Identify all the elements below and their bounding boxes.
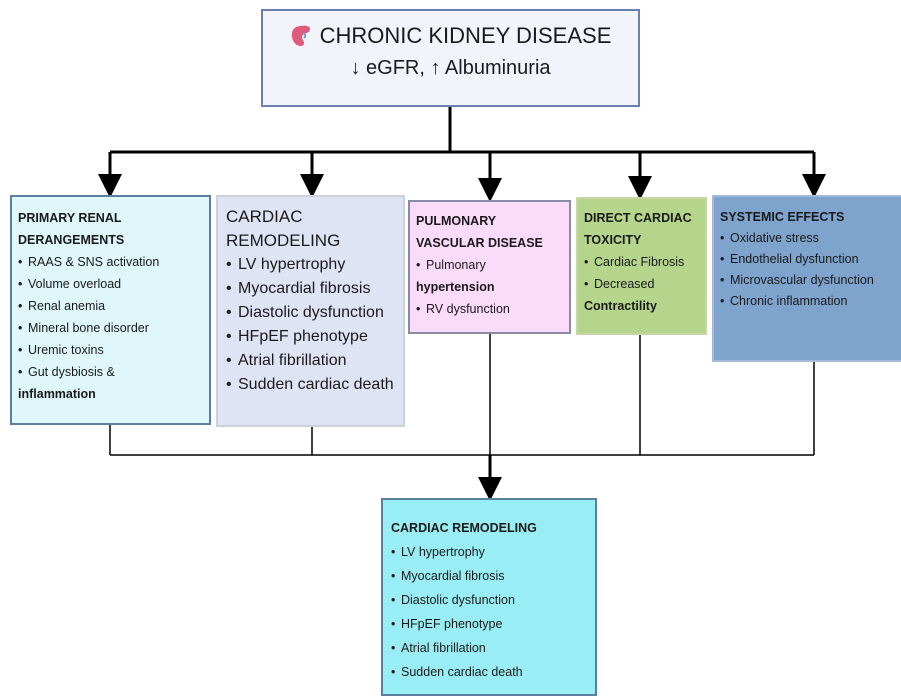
list-item: HFpEF phenotype <box>391 612 589 636</box>
ckd-header-box: CHRONIC KIDNEY DISEASE ↓ eGFR, ↑ Albumin… <box>261 9 640 107</box>
list-item: Sudden cardiac death <box>391 660 589 684</box>
pulmonary-title-line2: VASCULAR DISEASE <box>416 236 543 250</box>
cardiac-title: CARDIAC REMODELING <box>226 207 341 250</box>
list-item: Oxidative stress <box>720 228 898 249</box>
list-item: RV dysfunction <box>416 298 563 320</box>
cardiac-remodeling-outcome-box: CARDIAC REMODELING LV hypertrophy Myocar… <box>381 498 597 696</box>
pulmonary-vascular-box: PULMONARY VASCULAR DISEASE Pulmonary hyp… <box>408 200 571 334</box>
list-item: Diastolic dysfunction <box>391 588 589 612</box>
pulmonary-title-line1: PULMONARY <box>416 214 497 228</box>
direct-cardiac-toxicity-box: DIRECT CARDIAC TOXICITY Cardiac Fibrosis… <box>576 197 707 335</box>
list-item: HFpEF phenotype <box>226 325 397 349</box>
direct-title-line2: TOXICITY <box>584 233 642 247</box>
direct-list: Cardiac Fibrosis Decreased <box>584 251 701 295</box>
list-item: Renal anemia <box>18 295 203 317</box>
bottom-list: LV hypertrophy Myocardial fibrosis Diast… <box>391 540 589 684</box>
list-item: Cardiac Fibrosis <box>584 251 701 273</box>
renal-title-line2: DERANGEMENTS <box>18 233 125 247</box>
list-item: Gut dysbiosis & <box>18 361 203 383</box>
pulmonary-continuation: hypertension <box>416 280 495 294</box>
list-item: Microvascular dysfunction <box>720 270 898 291</box>
systemic-list: Oxidative stress Endothelial dysfunction… <box>720 228 898 312</box>
renal-continuation: inflammation <box>18 387 96 401</box>
renal-title-line1: PRIMARY RENAL <box>18 211 122 225</box>
cardiac-remodeling-box: CARDIAC REMODELING LV hypertrophy Myocar… <box>216 195 405 427</box>
list-item: Uremic toxins <box>18 339 203 361</box>
ckd-subtitle: ↓ eGFR, ↑ Albuminuria <box>350 57 551 79</box>
pulmonary-list-2: RV dysfunction <box>416 298 563 320</box>
list-item: Atrial fibrillation <box>391 636 589 660</box>
list-item: LV hypertrophy <box>391 540 589 564</box>
ckd-title-row: CHRONIC KIDNEY DISEASE <box>263 23 638 49</box>
list-item: Pulmonary <box>416 254 563 276</box>
list-item: Chronic inflammation <box>720 291 898 312</box>
list-item: Myocardial fibrosis <box>391 564 589 588</box>
cardiac-list: LV hypertrophy Myocardial fibrosis Diast… <box>226 253 397 397</box>
list-item: LV hypertrophy <box>226 253 397 277</box>
list-item: Mineral bone disorder <box>18 317 203 339</box>
direct-title-line1: DIRECT CARDIAC <box>584 211 692 225</box>
list-item: RAAS & SNS activation <box>18 251 203 273</box>
direct-continuation: Contractility <box>584 299 657 313</box>
list-item: Decreased <box>584 273 701 295</box>
ckd-title: CHRONIC KIDNEY DISEASE <box>319 23 612 48</box>
list-item: Endothelial dysfunction <box>720 249 898 270</box>
list-item: Volume overload <box>18 273 203 295</box>
renal-derangements-box: PRIMARY RENAL DERANGEMENTS RAAS & SNS ac… <box>10 195 211 425</box>
pulmonary-list: Pulmonary <box>416 254 563 276</box>
bottom-title: CARDIAC REMODELING <box>391 521 537 535</box>
systemic-effects-box: SYSTEMIC EFFECTS Oxidative stress Endoth… <box>712 195 901 362</box>
list-item: Atrial fibrillation <box>226 349 397 373</box>
list-item: Myocardial fibrosis <box>226 277 397 301</box>
list-item: Sudden cardiac death <box>226 373 397 397</box>
systemic-title: SYSTEMIC EFFECTS <box>720 210 845 224</box>
list-item: Diastolic dysfunction <box>226 301 397 325</box>
renal-list: RAAS & SNS activation Volume overload Re… <box>18 251 203 383</box>
kidney-icon <box>291 25 310 46</box>
